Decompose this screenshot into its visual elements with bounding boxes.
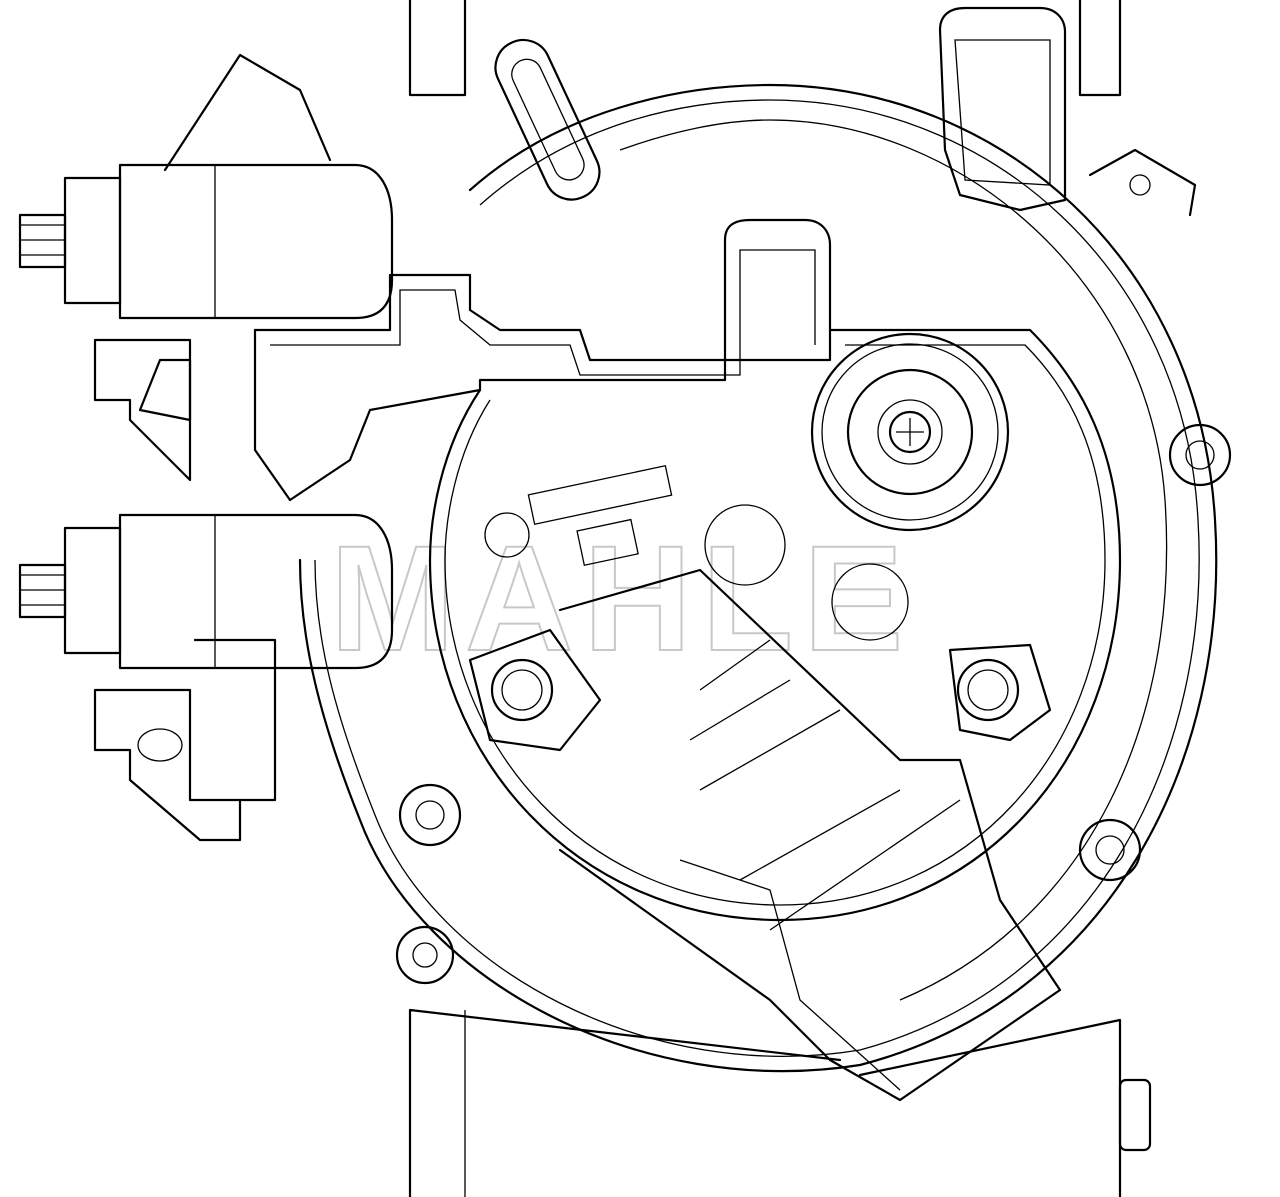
pulley-hub bbox=[810, 332, 1010, 532]
outer-housing-ring bbox=[298, 83, 1218, 1073]
brackets bbox=[408, 0, 1152, 1197]
top-port-loops bbox=[494, 6, 1067, 212]
discharge-port-ribs bbox=[558, 568, 1062, 1102]
mounting-bosses bbox=[395, 148, 1232, 985]
stepped-flange bbox=[253, 218, 832, 502]
solenoid-lower bbox=[18, 513, 394, 842]
inner-housing bbox=[428, 328, 1122, 922]
solenoid-upper bbox=[18, 53, 394, 482]
watermark-text: MAHLE bbox=[330, 514, 913, 682]
face-features bbox=[484, 465, 909, 641]
